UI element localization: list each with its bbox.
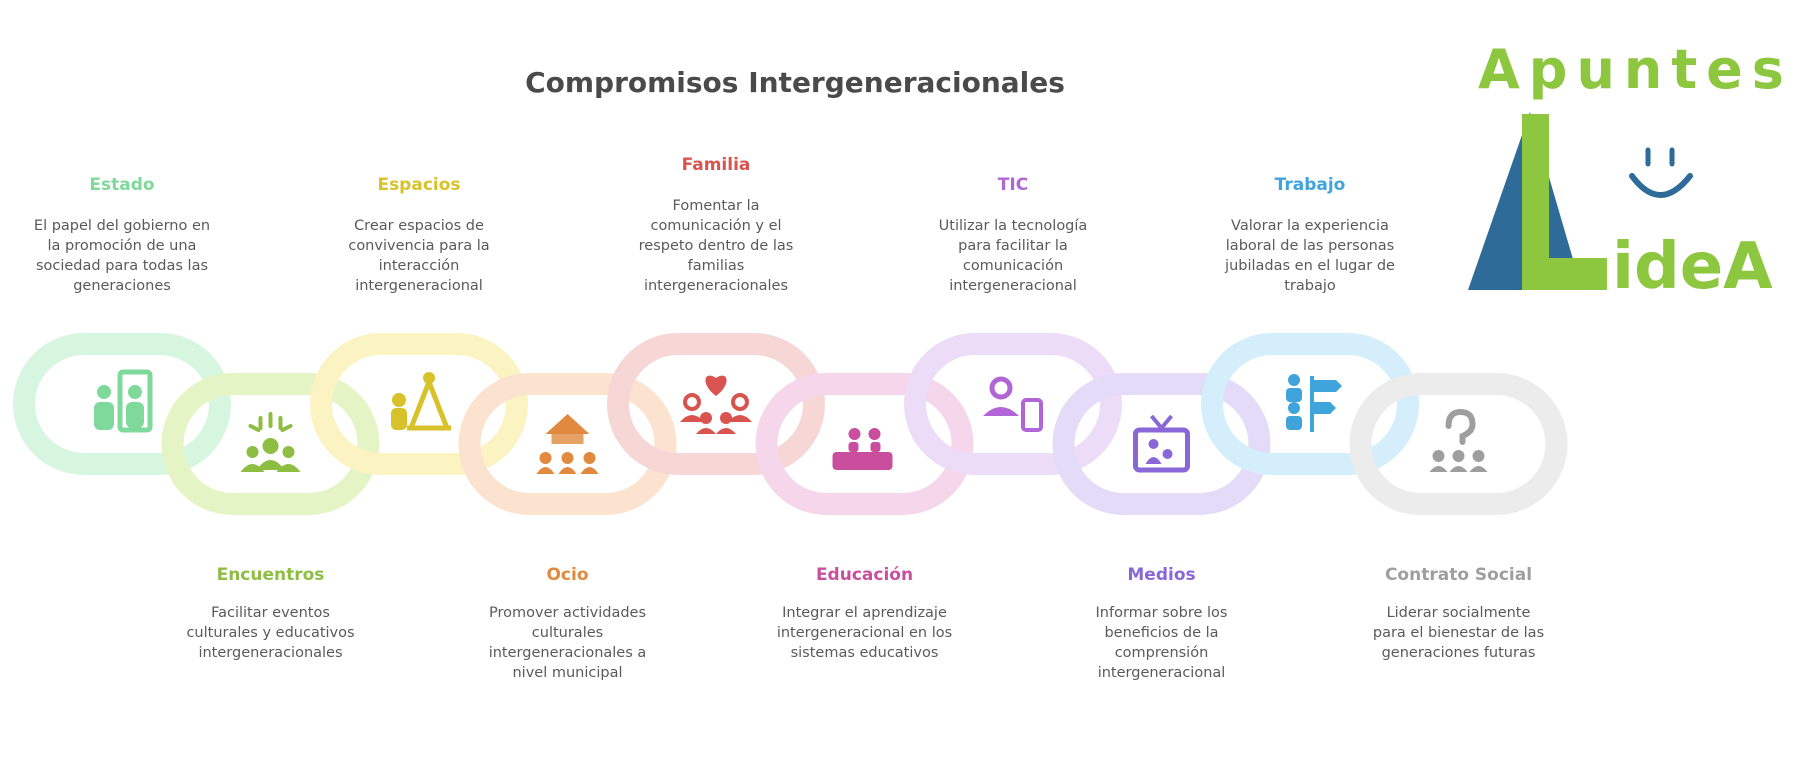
- desc-line: Fomentar la: [672, 198, 760, 214]
- desc-line: para facilitar la: [958, 238, 1068, 254]
- chain-ring-estado: [13, 333, 231, 475]
- desc-line: Liderar socialmente: [1386, 605, 1531, 621]
- desc-line: jubiladas en el lugar de: [1225, 258, 1395, 274]
- desc-line: comunicación y el: [650, 218, 782, 234]
- chain-node-educacion: [755, 373, 974, 515]
- node-title-educacion: Educación: [815, 565, 914, 585]
- node-title-contrato: Contrato Social: [1384, 565, 1533, 585]
- leisure-icon: [536, 414, 599, 474]
- node-desc-encuentros: Facilitar eventos culturales y educativos…: [151, 603, 391, 663]
- node-title-trabajo: Trabajo: [1274, 175, 1346, 195]
- community-event-icon: [240, 412, 301, 472]
- chain-ring-espacios: [310, 333, 528, 475]
- desc-line: interacción: [378, 258, 460, 274]
- desc-line: intergeneracional en los: [776, 625, 953, 641]
- chain-ring-contrato: [1349, 373, 1568, 515]
- desc-line: familias: [687, 258, 745, 274]
- desc-line: Facilitar eventos: [211, 605, 330, 621]
- node-desc-trabajo: Valorar la experiencia laboral de las per…: [1190, 216, 1430, 296]
- family-heart-icon: [680, 375, 752, 434]
- desc-line: beneficios de la: [1104, 625, 1219, 641]
- user-phone-icon: [983, 376, 1043, 432]
- node-desc-estado: El papel del gobierno en la promoción de …: [2, 216, 242, 296]
- desc-line: trabajo: [1284, 278, 1336, 294]
- play-space-icon: [391, 372, 451, 431]
- desc-line: Informar sobre los: [1095, 605, 1228, 621]
- workplace-signpost-icon: [1286, 374, 1342, 432]
- question-group-icon: [1429, 408, 1488, 472]
- chain-node-ocio: [458, 373, 677, 515]
- node-desc-ocio: Promover actividades culturales intergener…: [448, 603, 688, 683]
- desc-line: generaciones futuras: [1381, 645, 1536, 661]
- chain-ring-encuentros: [161, 373, 380, 515]
- logo-text-top: Apuntes: [1478, 38, 1793, 101]
- chain-ring-tic: [904, 333, 1122, 475]
- desc-line: culturales y educativos: [186, 625, 355, 641]
- desc-line: Utilizar la tecnología: [938, 218, 1088, 234]
- desc-line: intergeneracional: [355, 278, 483, 294]
- desc-line: culturales: [531, 625, 604, 641]
- chain-node-encuentros: [161, 373, 380, 515]
- desc-line: Integrar el aprendizaje: [782, 605, 947, 621]
- television-icon: [1133, 414, 1190, 473]
- chain-node-espacios: [310, 333, 528, 475]
- node-desc-tic: Utilizar la tecnología para facilitar la c…: [893, 216, 1133, 296]
- node-title-espacios: Espacios: [377, 175, 461, 195]
- desc-line: respeto dentro de las: [638, 238, 794, 254]
- desc-line: intergeneracional: [1097, 665, 1226, 681]
- government-icon: [94, 369, 153, 433]
- chain-ring-medios: [1052, 373, 1271, 515]
- desc-line: Crear espacios de: [354, 218, 484, 234]
- desc-line: sistemas educativos: [790, 645, 939, 661]
- desc-line: la promoción de una: [47, 238, 197, 254]
- node-title-ocio: Ocio: [546, 565, 589, 585]
- desc-line: comunicación: [962, 258, 1064, 274]
- chain-node-estado: [13, 333, 231, 475]
- education-icon: [832, 428, 893, 470]
- desc-line: comprensión: [1114, 645, 1209, 661]
- desc-line: generaciones: [73, 278, 171, 294]
- page-title: Compromisos Intergeneracionales: [525, 66, 1065, 99]
- desc-line: sociedad para todas las: [35, 258, 209, 274]
- chain-node-medios: [1052, 373, 1271, 515]
- chain-node-tic: [904, 333, 1122, 475]
- desc-line: Promover actividades: [488, 605, 647, 621]
- node-title-estado: Estado: [89, 175, 155, 195]
- chain-node-familia: [607, 333, 825, 475]
- chain-ring-familia: [607, 333, 825, 475]
- desc-line: nivel municipal: [512, 665, 623, 681]
- node-title-tic: TIC: [997, 175, 1029, 195]
- node-title-familia: Familia: [681, 155, 751, 175]
- desc-line: laboral de las personas: [1225, 238, 1395, 254]
- desc-line: intergeneracionales: [198, 645, 343, 661]
- chain-ring-educacion: [755, 373, 974, 515]
- node-desc-medios: Informar sobre los beneficios de la compre…: [1042, 603, 1282, 683]
- chain-ring-ocio: [458, 373, 677, 515]
- desc-line: para el bienestar de las: [1372, 625, 1545, 641]
- desc-line: convivencia para la: [348, 238, 490, 254]
- node-desc-educacion: Integrar el aprendizaje intergeneracional…: [745, 603, 985, 663]
- chain-node-contrato: [1349, 373, 1568, 515]
- node-desc-espacios: Crear espacios de convivencia para la inte…: [299, 216, 539, 296]
- node-title-encuentros: Encuentros: [216, 565, 325, 585]
- node-desc-contrato: Liderar socialmente para el bienestar de …: [1339, 603, 1579, 663]
- node-title-medios: Medios: [1127, 565, 1196, 585]
- desc-line: El papel del gobierno en: [33, 218, 211, 234]
- chain-ring-trabajo: [1201, 333, 1419, 475]
- desc-line: intergeneracionales a: [488, 645, 647, 661]
- chain-node-trabajo: [1201, 333, 1419, 475]
- node-desc-familia: Fomentar la comunicación y el respeto dent…: [596, 196, 836, 296]
- desc-line: intergeneracional: [949, 278, 1077, 294]
- desc-line: Valorar la experiencia: [1231, 218, 1389, 234]
- desc-line: intergeneracionales: [643, 278, 789, 294]
